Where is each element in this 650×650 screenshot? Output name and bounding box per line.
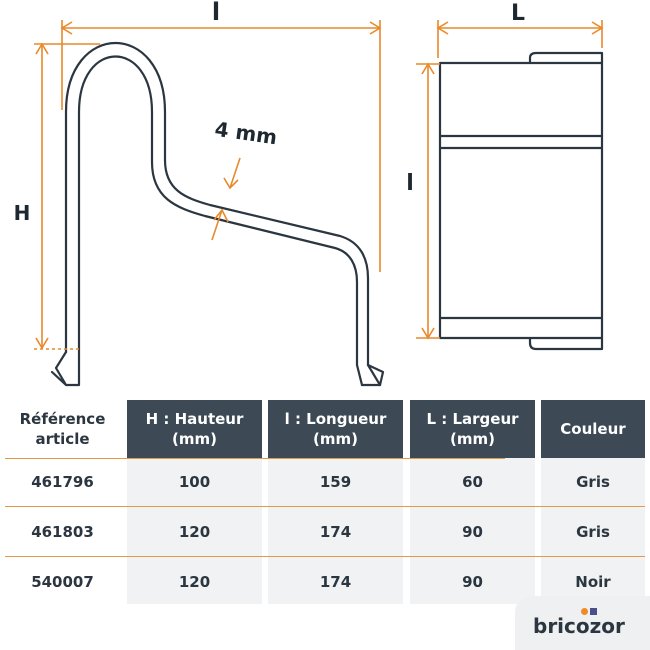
cell-length: 174 <box>319 573 352 591</box>
logo-text: bricozor <box>533 614 625 638</box>
cell-width: 60 <box>462 473 483 491</box>
header-color: Couleur <box>541 400 645 458</box>
cell-width: 90 <box>462 523 483 541</box>
cell-length: 174 <box>319 523 352 541</box>
header-length: l : Longueur (mm) <box>268 400 403 458</box>
clip-side-view <box>50 42 385 387</box>
dim-label-L-top: L <box>511 1 525 26</box>
cell-color: Noir <box>575 573 611 591</box>
dim-label-l-side: l <box>406 171 414 196</box>
logo-orange-dot <box>581 608 588 615</box>
cell-height: 120 <box>178 573 211 591</box>
row-separator <box>5 458 505 459</box>
cell-reference: 461796 <box>31 473 94 491</box>
cell-color: Gris <box>576 473 610 491</box>
header-reference: Référence article <box>19 410 106 448</box>
cell-reference: 461803 <box>31 523 94 541</box>
row-separator <box>5 556 645 557</box>
cell-reference: 540007 <box>31 573 94 591</box>
cell-color: Gris <box>576 523 610 541</box>
clip-front-view <box>438 51 604 351</box>
specs-table: Référence article H : Hauteur (mm) l : L… <box>0 400 650 610</box>
cell-length: 159 <box>319 473 352 491</box>
shade-col-h <box>127 458 262 604</box>
header-height: H : Hauteur (mm) <box>127 400 262 458</box>
cell-height: 100 <box>178 473 211 491</box>
bricozor-logo: bricozor <box>515 596 650 650</box>
cell-width: 90 <box>462 573 483 591</box>
logo-blue-square <box>590 608 597 615</box>
cell-height: 120 <box>178 523 211 541</box>
shade-col-L <box>410 458 535 604</box>
dim-label-l-top: l <box>212 0 220 26</box>
row-separator <box>5 506 645 507</box>
dimension-lines <box>34 20 604 350</box>
shade-col-l <box>268 458 403 604</box>
dim-label-thickness: 4 mm <box>213 117 278 149</box>
technical-drawing: l L H l 4 mm <box>14 0 604 387</box>
shade-col-color <box>541 458 645 604</box>
header-width: L : Largeur (mm) <box>410 400 535 458</box>
dim-label-H: H <box>14 201 31 225</box>
